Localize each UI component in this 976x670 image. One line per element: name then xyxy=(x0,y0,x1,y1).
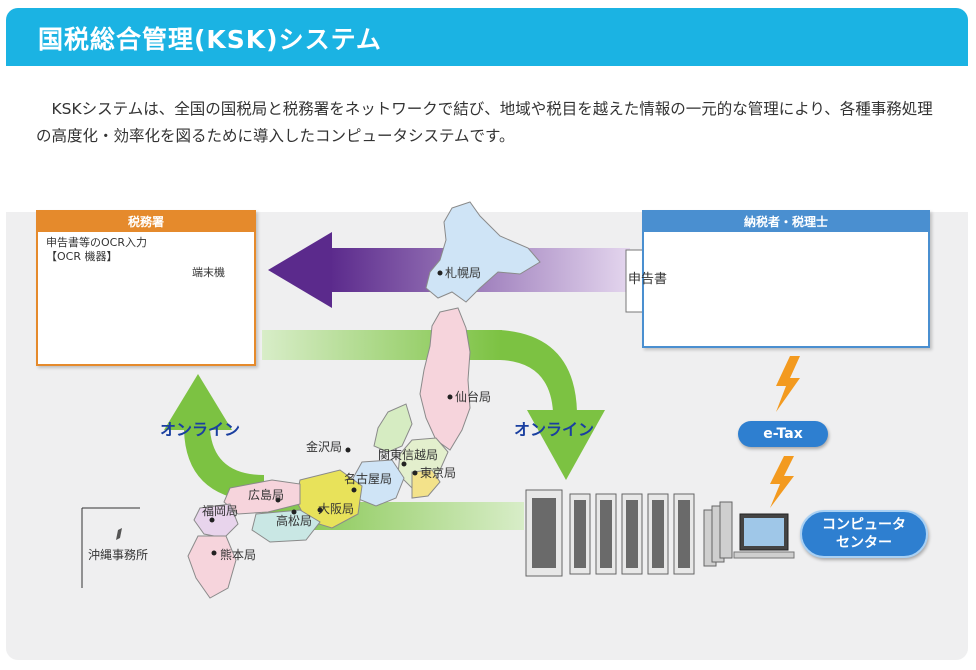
bureau-tokyo: 東京局 xyxy=(420,466,457,480)
kanto-dot xyxy=(401,461,407,467)
payer-header: 納税者・税理士 xyxy=(644,212,928,232)
online-label-right: オンライン xyxy=(514,420,595,439)
sendai-dot xyxy=(447,394,453,400)
payer-box: 納税者・税理士 xyxy=(642,210,930,348)
computer-center-badge: コンピュータ センター xyxy=(800,510,928,558)
bureau-nagoya: 名古屋局 xyxy=(344,472,393,486)
bureau-sapporo: 札幌局 xyxy=(445,266,482,280)
bureau-kumamoto: 熊本局 xyxy=(220,548,257,562)
bureau-takamatsu: 高松局 xyxy=(276,514,313,528)
bureau-sendai: 仙台局 xyxy=(455,390,492,404)
hiroshima-dot xyxy=(275,497,281,503)
title-bar: 国税総合管理(KSK)システム xyxy=(6,8,968,66)
fukuoka-dot xyxy=(209,517,215,523)
bureau-fukuoka: 福岡局 xyxy=(202,504,239,518)
document-label: 申告書 xyxy=(628,272,668,287)
bureau-dots xyxy=(209,270,453,556)
kanazawa-region xyxy=(373,403,413,453)
osaka-dot xyxy=(317,507,323,513)
tax-office-box: 税務署 xyxy=(36,210,256,366)
hokkaido-region xyxy=(425,201,541,303)
page-title: 国税総合管理(KSK)システム xyxy=(38,25,382,54)
computer-center-line-1: コンピュータ xyxy=(822,517,906,533)
bureau-hiroshima: 広島局 xyxy=(248,488,285,502)
tohoku-region xyxy=(419,307,471,451)
terminal-label: 端末機 xyxy=(192,266,225,279)
computer-center-line-2: センター xyxy=(836,535,892,551)
kumamoto-dot xyxy=(211,550,217,556)
takamatsu-region xyxy=(251,509,321,543)
bureau-kanazawa: 金沢局 xyxy=(306,440,343,454)
tokyo-dot xyxy=(412,470,418,476)
tokyo-region xyxy=(411,469,441,499)
kumamoto-region xyxy=(187,535,237,599)
takamatsu-dot xyxy=(291,509,297,515)
okinawa-inset xyxy=(81,507,140,588)
bureau-kanto-shinetsu: 関東信越局 xyxy=(378,448,439,462)
sapporo-dot xyxy=(437,270,443,276)
japan-map xyxy=(187,201,541,599)
online-label-left: オンライン xyxy=(160,420,241,439)
bureau-okinawa: 沖縄事務所 xyxy=(88,548,149,562)
kanazawa-dot xyxy=(345,447,351,453)
ocr-label-1: 申告書等のOCR入力 xyxy=(46,236,147,249)
lightning-icon xyxy=(770,356,800,508)
ocr-label-2: 【OCR 機器】 xyxy=(46,250,118,263)
tax-office-header: 税務署 xyxy=(38,212,254,232)
bureau-osaka: 大阪局 xyxy=(318,502,355,516)
nagoya-dot xyxy=(351,487,357,493)
intro-text: KSKシステムは、全国の国税局と税務署をネットワークで結び、地域や税目を越えた情… xyxy=(36,100,933,145)
etax-badge: e-Tax xyxy=(738,421,828,447)
server-rack-icon xyxy=(525,489,795,577)
